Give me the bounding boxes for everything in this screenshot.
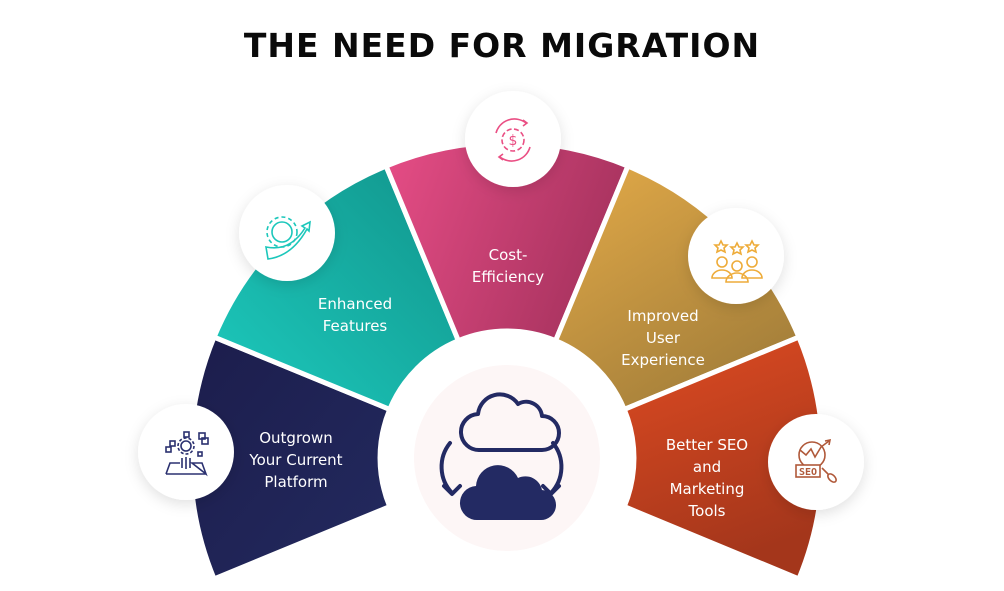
cloud-filled-icon (459, 465, 557, 521)
label-line: Experience (621, 351, 705, 369)
label-line: Better SEO (665, 436, 749, 454)
label-line: Cost- (488, 246, 528, 264)
label-outgrown: Outgrown Your Current Platform (249, 427, 342, 493)
label-line: and (692, 458, 722, 476)
icon-circle-features (239, 185, 335, 281)
label-line: Enhanced (317, 295, 393, 313)
label-line: Your Current (249, 451, 343, 469)
page-title: THE NEED FOR MIGRATION (243, 26, 761, 65)
segment-features (210, 162, 462, 413)
label-ux: Improved User Experience (621, 305, 705, 371)
users-stars-icon (711, 239, 763, 283)
cloud-migration-icon (439, 392, 564, 496)
platform-gear-icon (165, 431, 209, 477)
icon-circle-ux (688, 208, 784, 304)
label-line: Features (322, 317, 388, 335)
label-line: Platform (264, 473, 328, 491)
label-line: Tools (688, 502, 726, 520)
label-line: Efficiency (471, 268, 545, 286)
segment-seo (621, 333, 826, 583)
label-line: Outgrown (259, 429, 333, 447)
label-line: Marketing (669, 480, 745, 498)
icon-circle-cost (465, 91, 561, 187)
label-seo: Better SEO and Marketing Tools (666, 434, 748, 522)
segment-outgrown (187, 333, 393, 583)
label-cost: Cost- Efficiency (472, 244, 544, 288)
svg-text:SEO: SEO (799, 467, 817, 478)
gear-growth-arrow-icon (265, 216, 311, 260)
label-line: Improved (627, 307, 699, 325)
svg-text:$: $ (509, 133, 518, 149)
seo-search-icon: SEO (795, 438, 837, 483)
segment-cost (382, 139, 632, 344)
icon-circle-outgrown (138, 404, 234, 500)
label-line: User (645, 329, 681, 347)
dollar-gear-cycle-icon: $ (495, 118, 531, 162)
label-features: Enhanced Features (318, 293, 392, 337)
icon-circle-seo (768, 414, 864, 510)
